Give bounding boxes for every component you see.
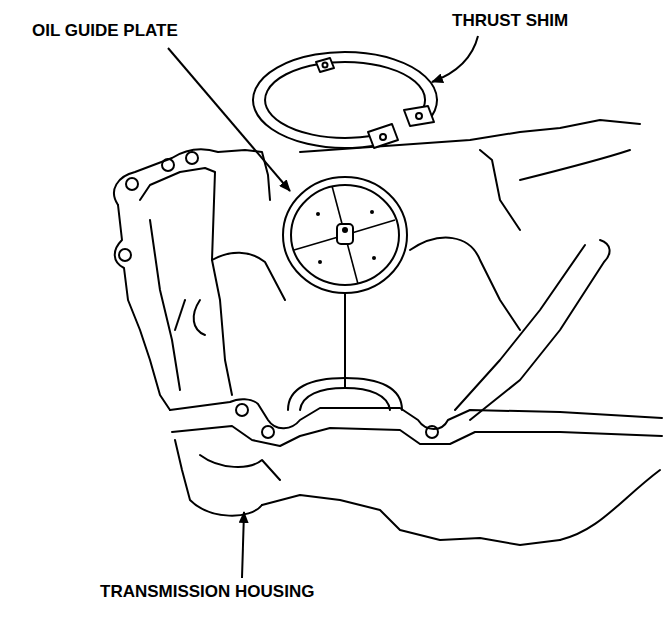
part-label: OIL GUIDE PLATE (30, 22, 180, 41)
part-label: TRANSMISSION HOUSING (98, 583, 316, 602)
part-label: THRUST SHIM (450, 12, 570, 31)
